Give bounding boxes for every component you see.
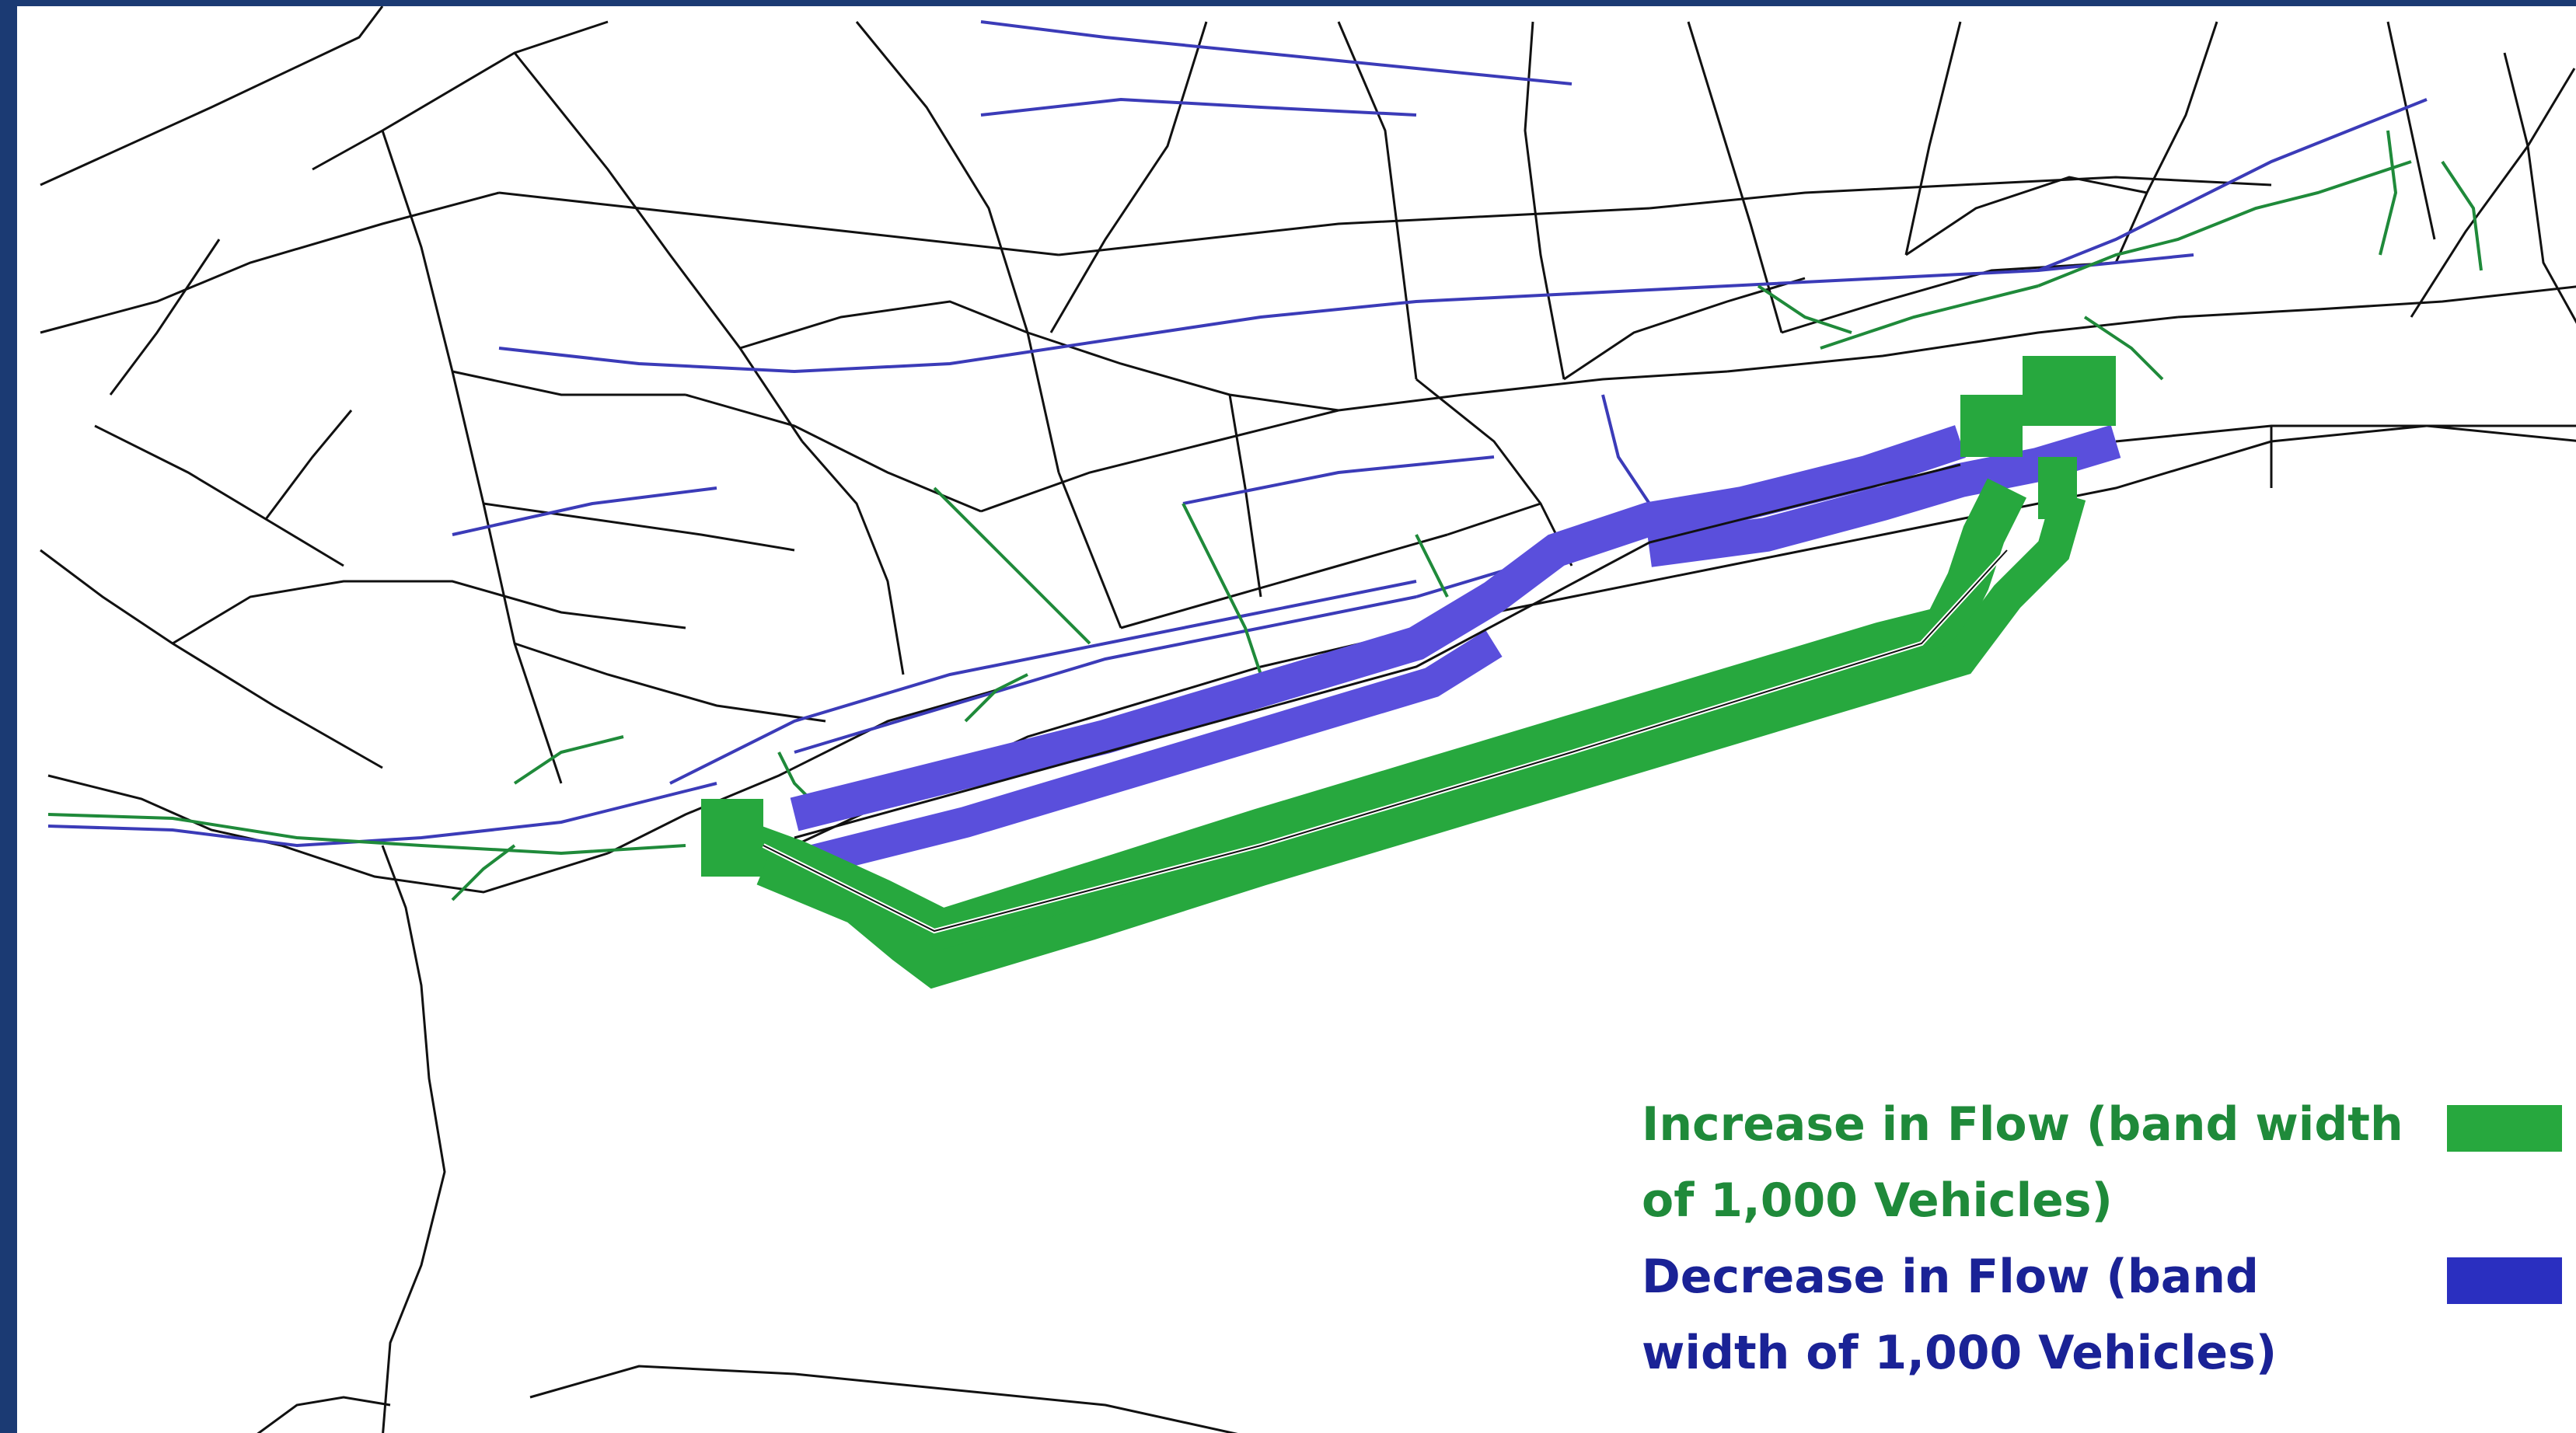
legend-item-decrease: Decrease in Flow (band width of 1,000 Ve… bbox=[1642, 1239, 2574, 1391]
legend-decrease-swatch bbox=[2447, 1257, 2562, 1304]
increase-bands bbox=[701, 356, 2116, 989]
decrease-band-main bbox=[790, 425, 1966, 832]
legend-increase-label: Increase in Flow (band width of 1,000 Ve… bbox=[1642, 1097, 2403, 1228]
minor-decrease-links bbox=[47, 20, 2428, 848]
decrease-band-north bbox=[806, 630, 1503, 877]
road-network bbox=[40, 6, 2576, 1433]
increase-block-ne bbox=[2023, 356, 2116, 426]
legend: Increase in Flow (band width of 1,000 Ve… bbox=[1642, 1086, 2574, 1391]
legend-decrease-label: Decrease in Flow (band width of 1,000 Ve… bbox=[1642, 1250, 2278, 1380]
increase-band-inner bbox=[701, 478, 2027, 955]
minor-increase-links bbox=[47, 130, 2483, 901]
increase-band-outer bbox=[756, 490, 2086, 989]
increase-block-east-2 bbox=[2038, 457, 2077, 519]
legend-increase-swatch bbox=[2447, 1105, 2562, 1152]
legend-item-increase: Increase in Flow (band width of 1,000 Ve… bbox=[1642, 1086, 2574, 1239]
increase-block-west bbox=[701, 799, 763, 877]
increase-block-east bbox=[1960, 395, 2023, 457]
band-centrelines bbox=[762, 463, 2009, 934]
flow-map[interactable] bbox=[17, 6, 2576, 1433]
